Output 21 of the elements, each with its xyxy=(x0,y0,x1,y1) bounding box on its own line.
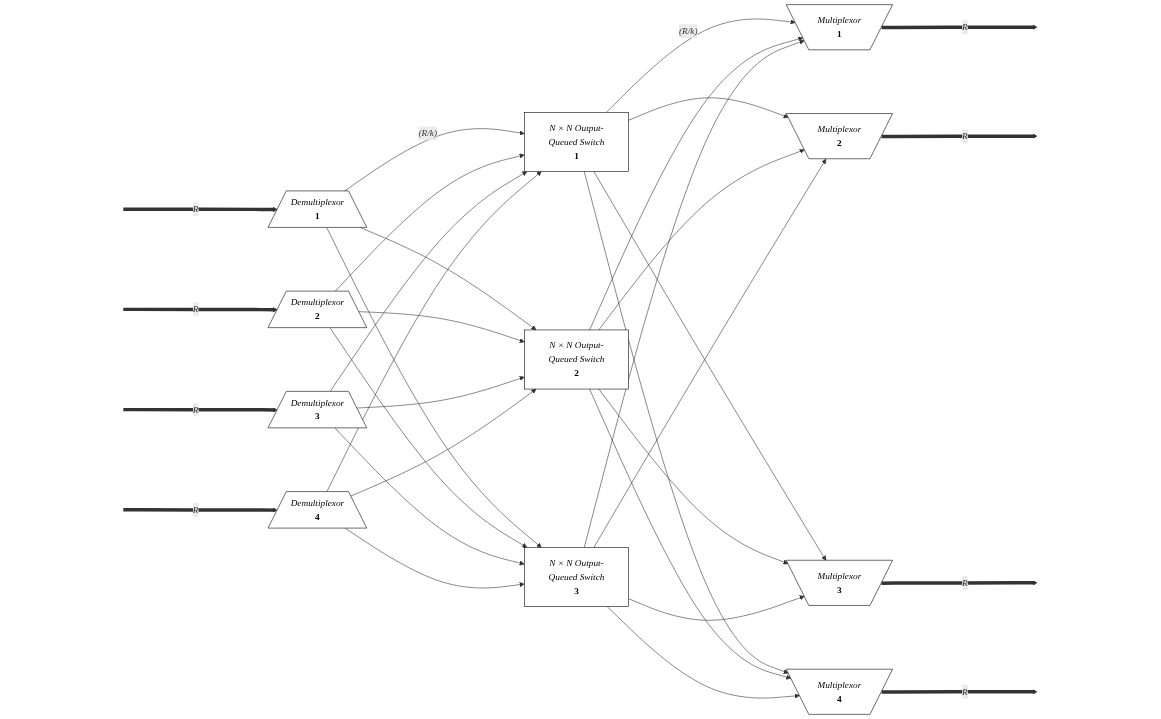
edge-label: R xyxy=(193,203,199,214)
edge-label: R xyxy=(962,130,968,141)
edge-label: R xyxy=(193,404,199,415)
edge-label: R xyxy=(193,504,199,515)
edge-label: R xyxy=(962,22,968,32)
node-box: N × N Output-Queued Switch 3 xyxy=(524,547,630,607)
node-box: N × N Output-Queued Switch 2 xyxy=(524,329,630,390)
edge-label: (R/k) xyxy=(418,128,438,139)
arrow xyxy=(881,24,1038,30)
arrow xyxy=(881,133,1038,139)
edge-label: (R/k) xyxy=(679,25,698,36)
arrow xyxy=(123,507,278,513)
arrow xyxy=(123,206,278,212)
edge-label: R xyxy=(962,577,968,588)
arrow xyxy=(881,580,1038,586)
edge-label: R xyxy=(193,304,199,315)
edge-label: R xyxy=(962,686,968,697)
arrow xyxy=(881,689,1038,695)
node-box: N × N Output-Queued Switch 1 xyxy=(524,112,630,172)
arrow xyxy=(123,407,278,413)
arrow xyxy=(123,307,278,313)
